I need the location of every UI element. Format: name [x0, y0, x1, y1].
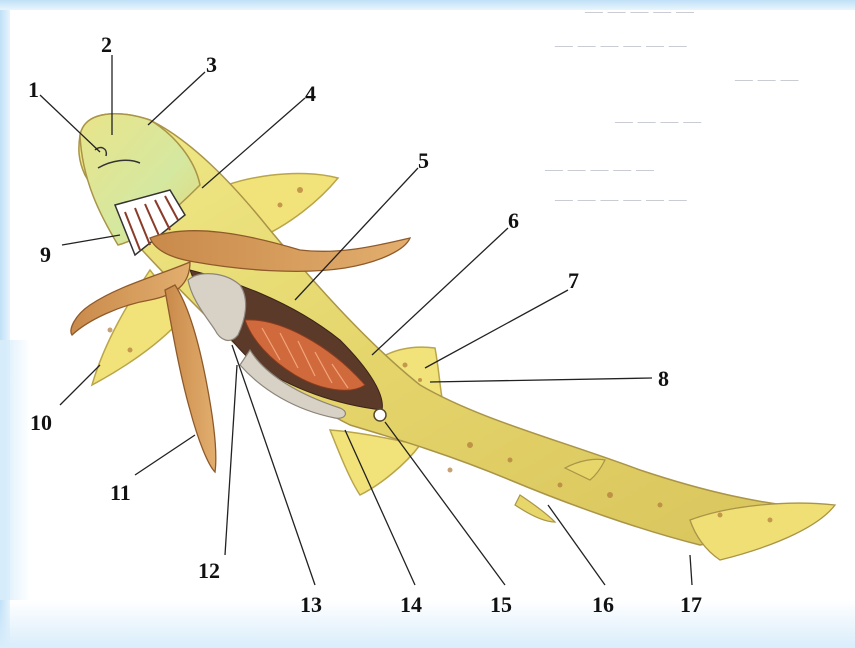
label-17: 17: [680, 592, 702, 617]
label-5: 5: [418, 148, 429, 173]
label-8: 8: [658, 366, 669, 391]
label-2: 2: [101, 32, 112, 57]
label-4: 4: [305, 81, 316, 106]
label-7: 7: [568, 268, 579, 293]
cloaca: [374, 409, 386, 421]
anal-fin: [515, 495, 555, 522]
label-15: 15: [490, 592, 512, 617]
label-14: 14: [400, 592, 422, 617]
label-10: 10: [30, 410, 52, 435]
label-1: 1: [28, 77, 39, 102]
label-3: 3: [206, 52, 217, 77]
label-9: 9: [40, 242, 51, 267]
label-6: 6: [508, 208, 519, 233]
label-16: 16: [592, 592, 614, 617]
label-11: 11: [110, 480, 131, 505]
label-13: 13: [300, 592, 322, 617]
label-12: 12: [198, 558, 220, 583]
